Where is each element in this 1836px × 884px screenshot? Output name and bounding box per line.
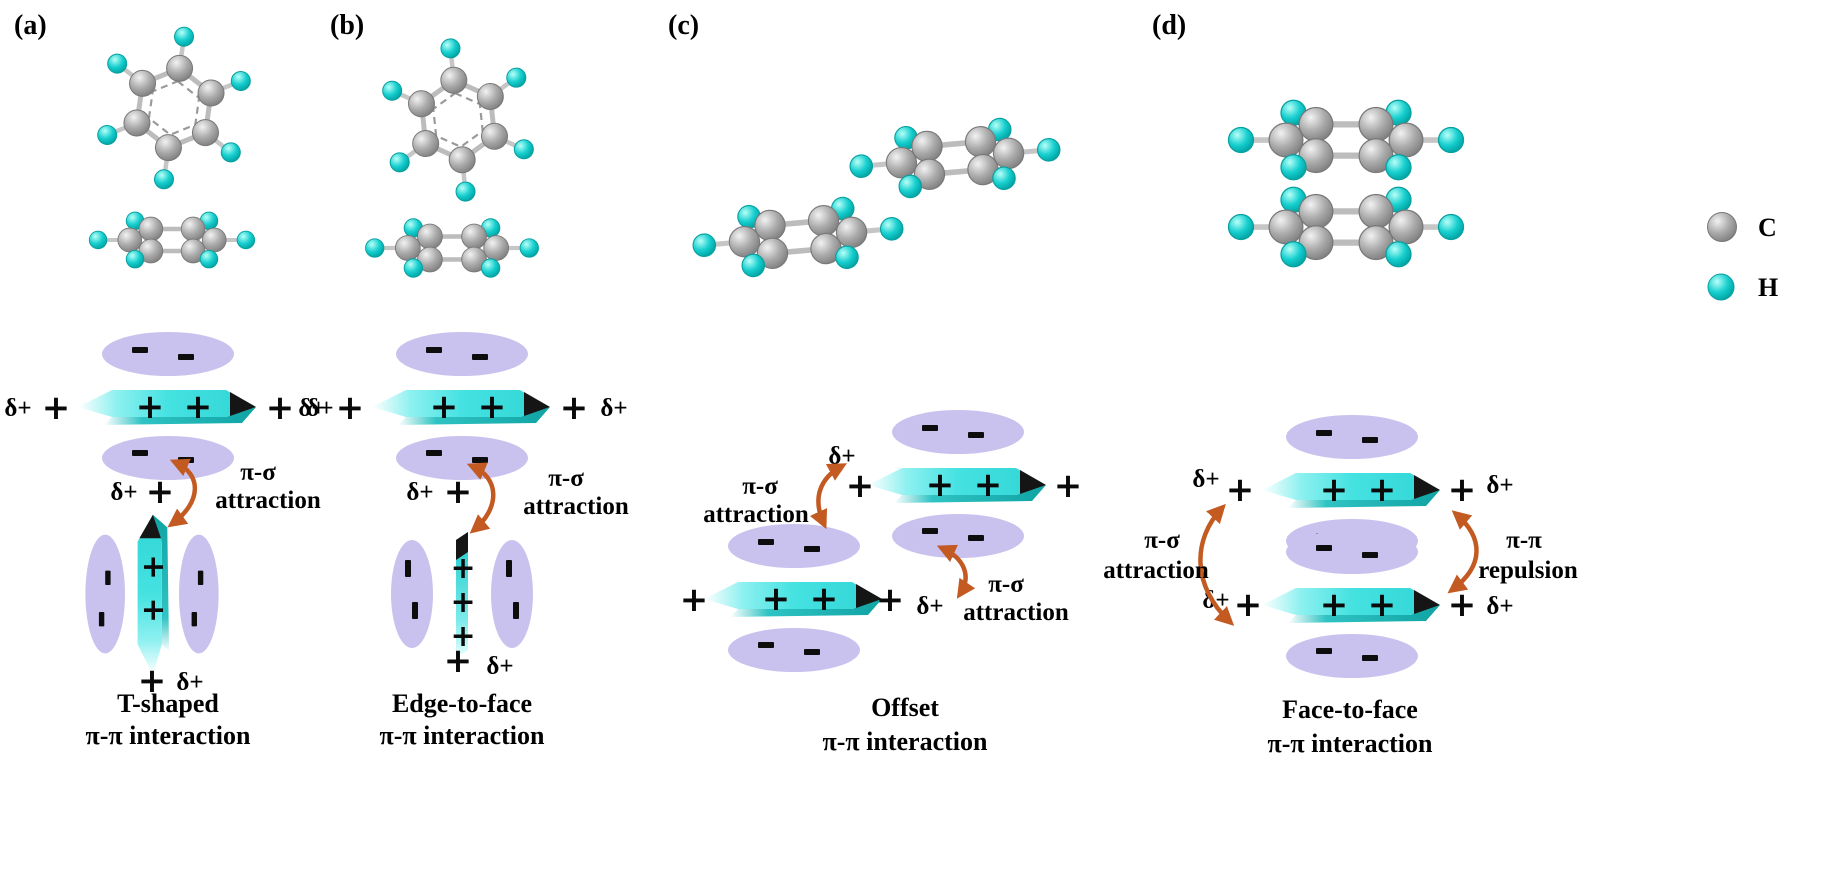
pi-sigma-label: π-σ (742, 473, 778, 500)
plus-sign: + (444, 472, 473, 512)
pi-electron-cloud-left (391, 540, 433, 648)
panel-d: (d) δ+ + + δ+ δ+ + + δ+ π-σ attraction π… (1103, 10, 1578, 758)
pi-sigma-attraction-arrow (167, 458, 198, 528)
panel-b-label: (b) (330, 10, 364, 41)
panel-a-label: (a) (14, 10, 47, 41)
panel-b: (b) δ+ + + δ+ δ+ + π-σ attraction + + + (298, 10, 628, 750)
panel-a: (a) δ+ + + δ+ δ+ + π-σ attraction + δ+ T… (4, 10, 333, 750)
plus-sign: + (680, 580, 709, 620)
repulsion-label: repulsion (1478, 557, 1578, 584)
pi-sigma-attraction-arrow (466, 462, 496, 534)
attraction-label: attraction (963, 599, 1069, 626)
quadrupole-edge-needle-b: + + + (391, 532, 533, 658)
delta-plus-label: δ+ (176, 669, 203, 696)
plus-sign: + (444, 641, 473, 681)
caption-d-line2: π-π interaction (1268, 729, 1433, 758)
quadrupole-top-d: δ+ + + δ+ (1192, 415, 1514, 563)
caption-a-line1: T-shaped (117, 689, 219, 718)
delta-plus-label: δ+ (1192, 466, 1219, 493)
plus-sign: + (560, 388, 589, 428)
caption-d-line1: Face-to-face (1282, 695, 1418, 724)
plus-sign: + (266, 388, 295, 428)
plus-sign: + (846, 466, 875, 506)
sigma-needle (456, 532, 468, 658)
panel-d-label: (d) (1152, 10, 1186, 41)
delta-plus-label: δ+ (4, 395, 31, 422)
quadrupole (85, 514, 219, 675)
pi-sigma-attraction-arrow (1198, 503, 1235, 626)
legend-hydrogen-label: H (1758, 273, 1778, 302)
quadrupole (868, 410, 1046, 558)
legend-hydrogen-sphere (1707, 273, 1735, 301)
minus-sign (506, 560, 512, 577)
pi-sigma-attraction-arrow-left (809, 463, 847, 530)
quadrupole-vertical-a (85, 514, 219, 675)
quadrupole-horizontal-a: δ+ + + δ+ (4, 332, 334, 480)
delta-plus-label: δ+ (298, 395, 325, 422)
attraction-label: attraction (1103, 557, 1209, 584)
plus-sign: + (1226, 470, 1255, 510)
caption-a-line2: π-π interaction (86, 721, 251, 750)
legend-carbon-sphere (1707, 212, 1737, 242)
quadrupole (704, 524, 882, 672)
quadrupole (78, 332, 256, 480)
pi-sigma-attraction-arrow-right (936, 544, 976, 599)
delta-plus-label: δ+ (1486, 472, 1513, 499)
plus-sign: + (146, 472, 175, 512)
plus-sign: + (1234, 585, 1263, 625)
caption-c-line2: π-π interaction (823, 727, 988, 756)
attraction-label: attraction (703, 501, 809, 528)
pi-pi-label: π-π (1506, 527, 1542, 554)
minus-sign (513, 602, 519, 619)
plus-sign: + (42, 388, 71, 428)
plus-sign: + (138, 661, 167, 701)
delta-plus-label: δ+ (600, 395, 627, 422)
delta-plus-label: δ+ (1486, 593, 1513, 620)
quadrupole (372, 332, 550, 480)
legend-carbon-label: C (1758, 213, 1777, 242)
quadrupole-top-c: δ+ + + (828, 410, 1082, 558)
quadrupole (1262, 530, 1440, 678)
panel-c: (c) δ+ + + + + δ+ π-σ attraction π-σ att… (668, 10, 1082, 756)
plus-sign: + (450, 585, 475, 620)
pi-electron-cloud-right (491, 540, 533, 648)
attraction-label: attraction (523, 493, 629, 520)
delta-plus-label: δ+ (486, 653, 513, 680)
pi-sigma-label: π-σ (988, 571, 1024, 598)
plus-sign: + (450, 619, 475, 654)
quadrupole-bottom-c: + + δ+ (680, 524, 944, 672)
delta-plus-label: δ+ (916, 593, 943, 620)
pi-sigma-label: π-σ (1144, 527, 1180, 554)
delta-plus-label: δ+ (406, 479, 433, 506)
minus-sign (405, 560, 411, 577)
plus-sign: + (1448, 470, 1477, 510)
plus-sign: + (336, 388, 365, 428)
minus-sign (412, 602, 418, 619)
plus-sign: + (450, 551, 475, 586)
pi-pi-repulsion-arrow (1447, 510, 1479, 594)
delta-plus-label: δ+ (110, 479, 137, 506)
caption-b-line2: π-π interaction (380, 721, 545, 750)
plus-sign: + (1054, 466, 1083, 506)
pi-sigma-label: π-σ (548, 465, 584, 492)
caption-b-line1: Edge-to-face (392, 689, 532, 718)
legend: C H (1707, 212, 1778, 302)
plus-sign: + (876, 580, 905, 620)
caption-c-line1: Offset (871, 693, 939, 722)
delta-plus-label: δ+ (306, 395, 333, 422)
quadrupole-horizontal-b: δ+ + + δ+ (298, 332, 628, 480)
panel-c-label: (c) (668, 10, 699, 41)
pi-sigma-label: π-σ (240, 459, 276, 486)
sigma-needle-tip (456, 532, 468, 560)
attraction-label: attraction (215, 487, 321, 514)
